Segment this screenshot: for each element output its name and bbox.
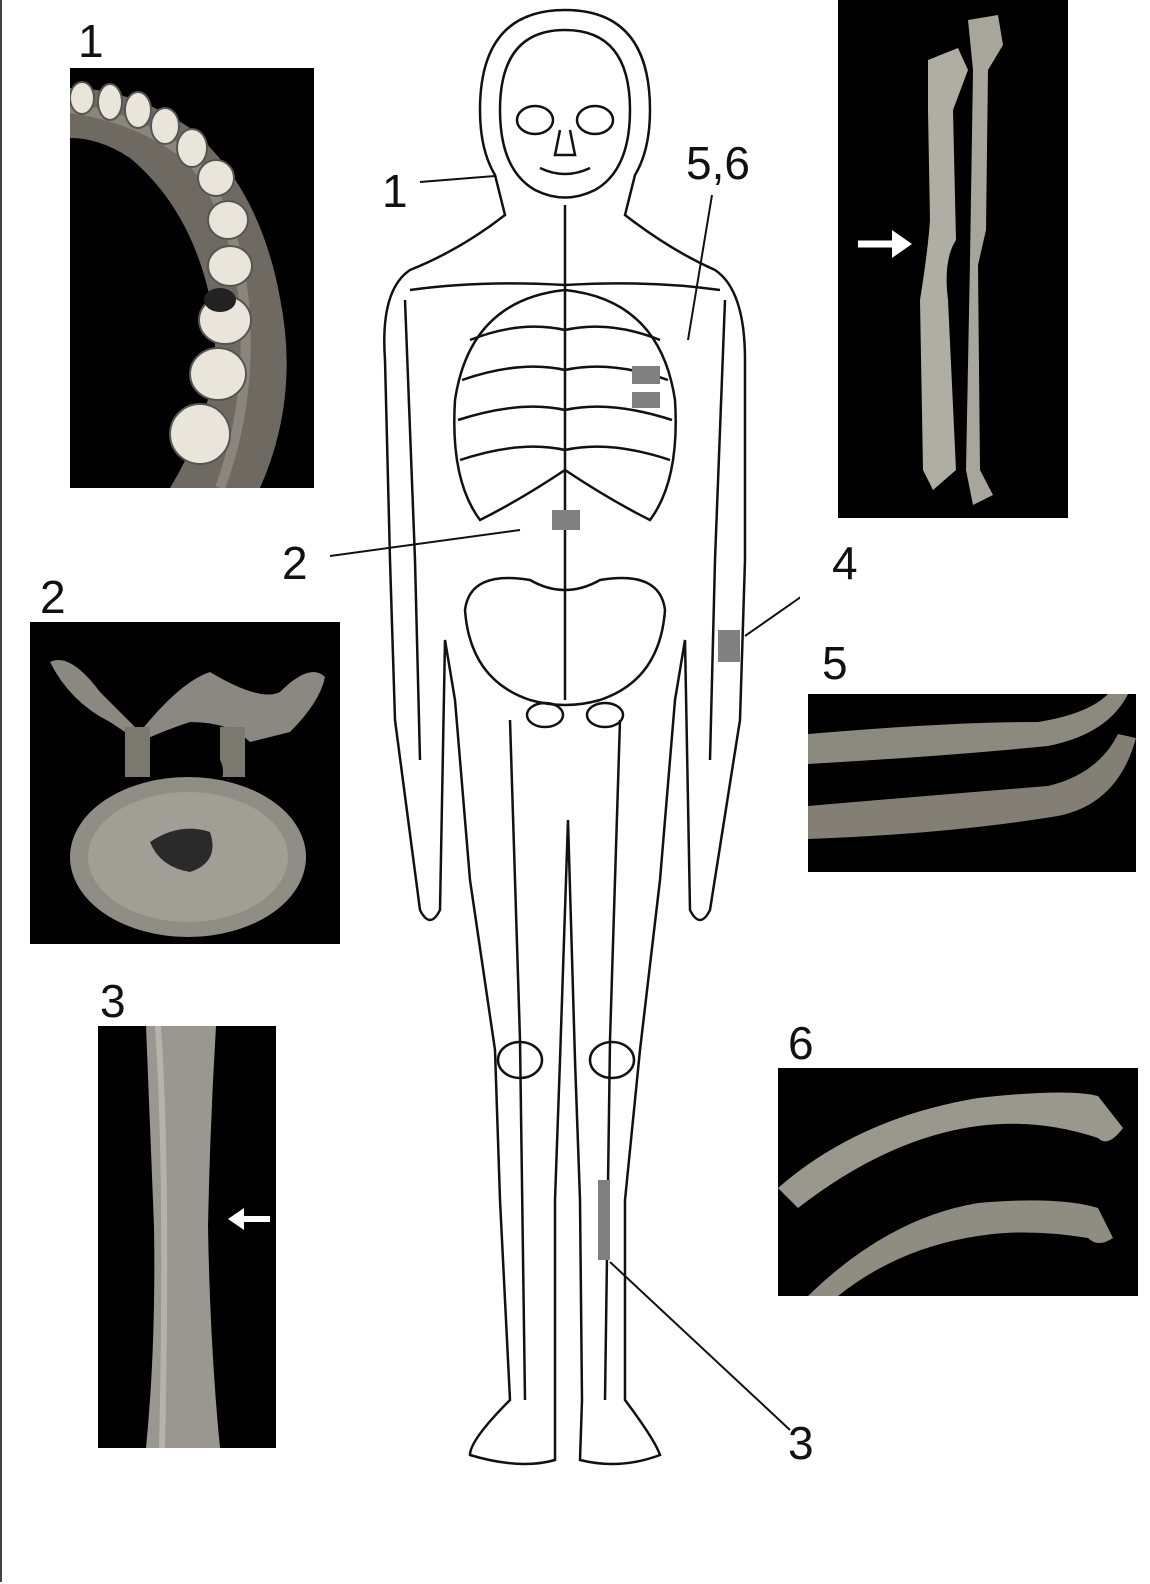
callout-3: 3: [788, 1420, 814, 1466]
panel-label-3: 3: [100, 978, 126, 1024]
skeleton-diagram: [330, 0, 800, 1584]
photo-vertebra: [30, 622, 340, 944]
photo-ribs-5: [808, 694, 1136, 872]
panel-label-1: 1: [78, 18, 104, 64]
callout-1: 1: [382, 168, 408, 214]
panel-label-5: 5: [822, 640, 848, 686]
callout-4: 4: [832, 540, 858, 586]
photo-mandible: [70, 68, 314, 488]
photo-tibia: [98, 1026, 276, 1448]
photo-ribs-6: [778, 1068, 1138, 1296]
panel-label-2: 2: [40, 574, 66, 620]
callout-2: 2: [282, 540, 308, 586]
callout-5-6: 5,6: [686, 140, 750, 186]
photo-forearm: [838, 0, 1068, 518]
